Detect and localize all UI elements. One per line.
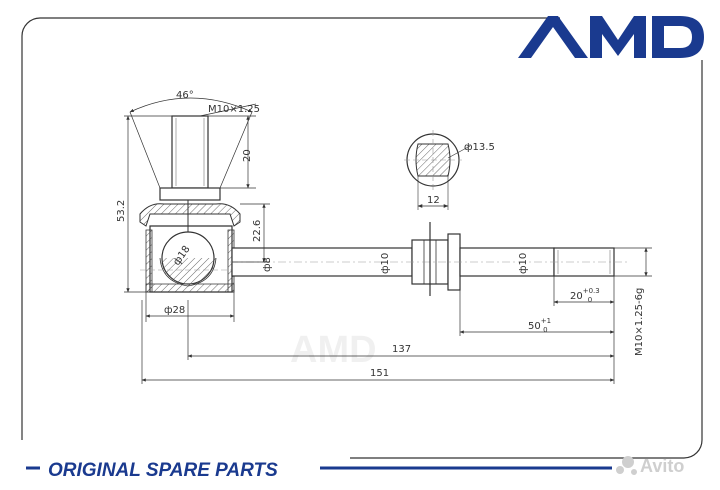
footer-tagline: ORIGINAL SPARE PARTS [48, 460, 278, 481]
dim-d10-a: ф10 [380, 253, 391, 274]
stabilizer-rod [230, 222, 630, 296]
dim-angle: 46° [176, 90, 194, 101]
dim-thread-right: M10×1.25-6g [634, 288, 645, 356]
footer-bar: ORIGINAL SPARE PARTS [26, 460, 612, 481]
dim-section-diameter: ф13.5 [464, 142, 495, 153]
dim-20: 20 [242, 149, 253, 162]
dim-151: 151 [370, 368, 389, 379]
dim-22-6: 22.6 [252, 220, 263, 242]
dim-137: 137 [392, 344, 411, 355]
avito-watermark-text: Avito [640, 456, 684, 476]
watermark-center: AMD [290, 329, 377, 371]
dim-d28: ф28 [164, 305, 185, 316]
dim-53-2: 53.2 [116, 200, 127, 222]
dim-d10-b: ф10 [518, 253, 529, 274]
dimensions [124, 97, 652, 384]
dim-thread-top: M10×1.25 [208, 104, 260, 115]
avito-watermark: Avito [616, 456, 684, 476]
drawing-frame [21, 17, 703, 459]
brand-logo: AMD [518, 16, 704, 58]
ball-joint [139, 115, 241, 293]
dim-section-width: 12 [427, 195, 440, 206]
section-view: ф13.5 12 [404, 130, 495, 210]
dim-d8: ф8 [262, 257, 273, 272]
